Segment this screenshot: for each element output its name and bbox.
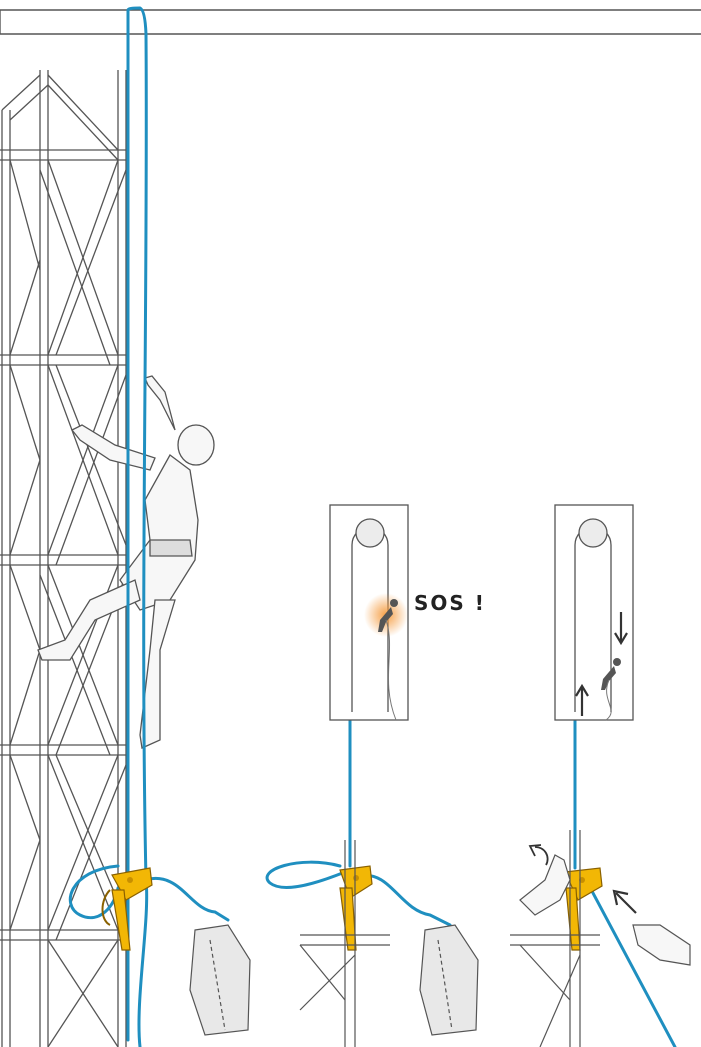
rope [68, 6, 677, 1047]
helmet-icon [177, 424, 215, 466]
belay-device [339, 865, 373, 951]
down-arrow [614, 612, 628, 646]
belay-device [101, 867, 153, 951]
up-arrow [575, 683, 589, 716]
sos-callout: SOS ! [414, 591, 486, 615]
rope-bag [189, 924, 479, 1036]
top-beam [0, 9, 701, 35]
rope [385, 619, 397, 721]
hanging-person [601, 658, 621, 690]
lattice-tower [0, 70, 127, 1047]
lattice-tower [299, 830, 600, 1047]
rope [605, 679, 612, 721]
climber-figure [37, 375, 215, 749]
hand [519, 854, 691, 966]
pull-arrow [612, 889, 637, 914]
hanging-person [378, 599, 398, 632]
rotate-arrow [528, 844, 549, 866]
